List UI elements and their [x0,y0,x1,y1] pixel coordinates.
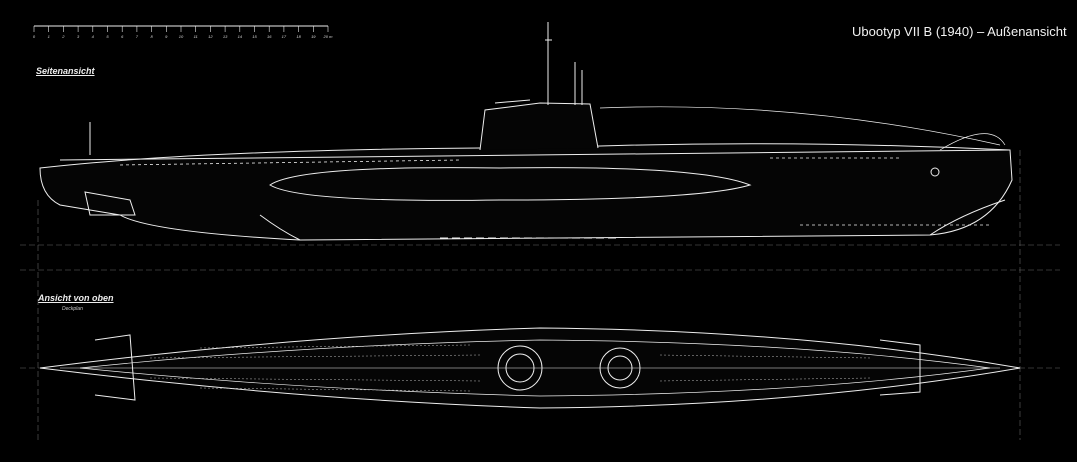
scale-label: 7 [136,34,139,39]
top-view-sublabel: Deckplan [62,306,83,312]
scale-label: 16 [267,34,272,39]
scale-label: 8 [150,34,153,39]
scale-label: 2 [61,34,65,39]
scale-label: 12 [208,34,213,39]
scale-label: 4 [92,34,95,39]
scale-label: 10 [179,34,184,39]
scale-label: 20 m [323,34,334,39]
drawing-title: Ubootyp VII B (1940) – Außenansicht [852,24,1067,39]
scale-label: 19 [311,34,316,39]
scale-label: 0 [33,34,36,39]
scale-label: 5 [106,34,109,39]
scale-label: 13 [223,34,228,39]
scale-label: 18 [296,34,301,39]
scale-label: 14 [238,34,243,39]
scale-label: 6 [121,34,124,39]
scale-label: 3 [77,34,80,39]
top-view-hull [39,327,1021,409]
scale-label: 15 [252,34,257,39]
scale-label: 1 [48,34,50,39]
scale-label: 11 [194,34,198,39]
side-view-hull [39,22,1013,241]
scale-label: 17 [282,34,287,39]
side-view-label: Seitenansicht [36,66,95,76]
scale-label: 9 [165,34,168,39]
top-view-label: Ansicht von oben [38,293,114,303]
